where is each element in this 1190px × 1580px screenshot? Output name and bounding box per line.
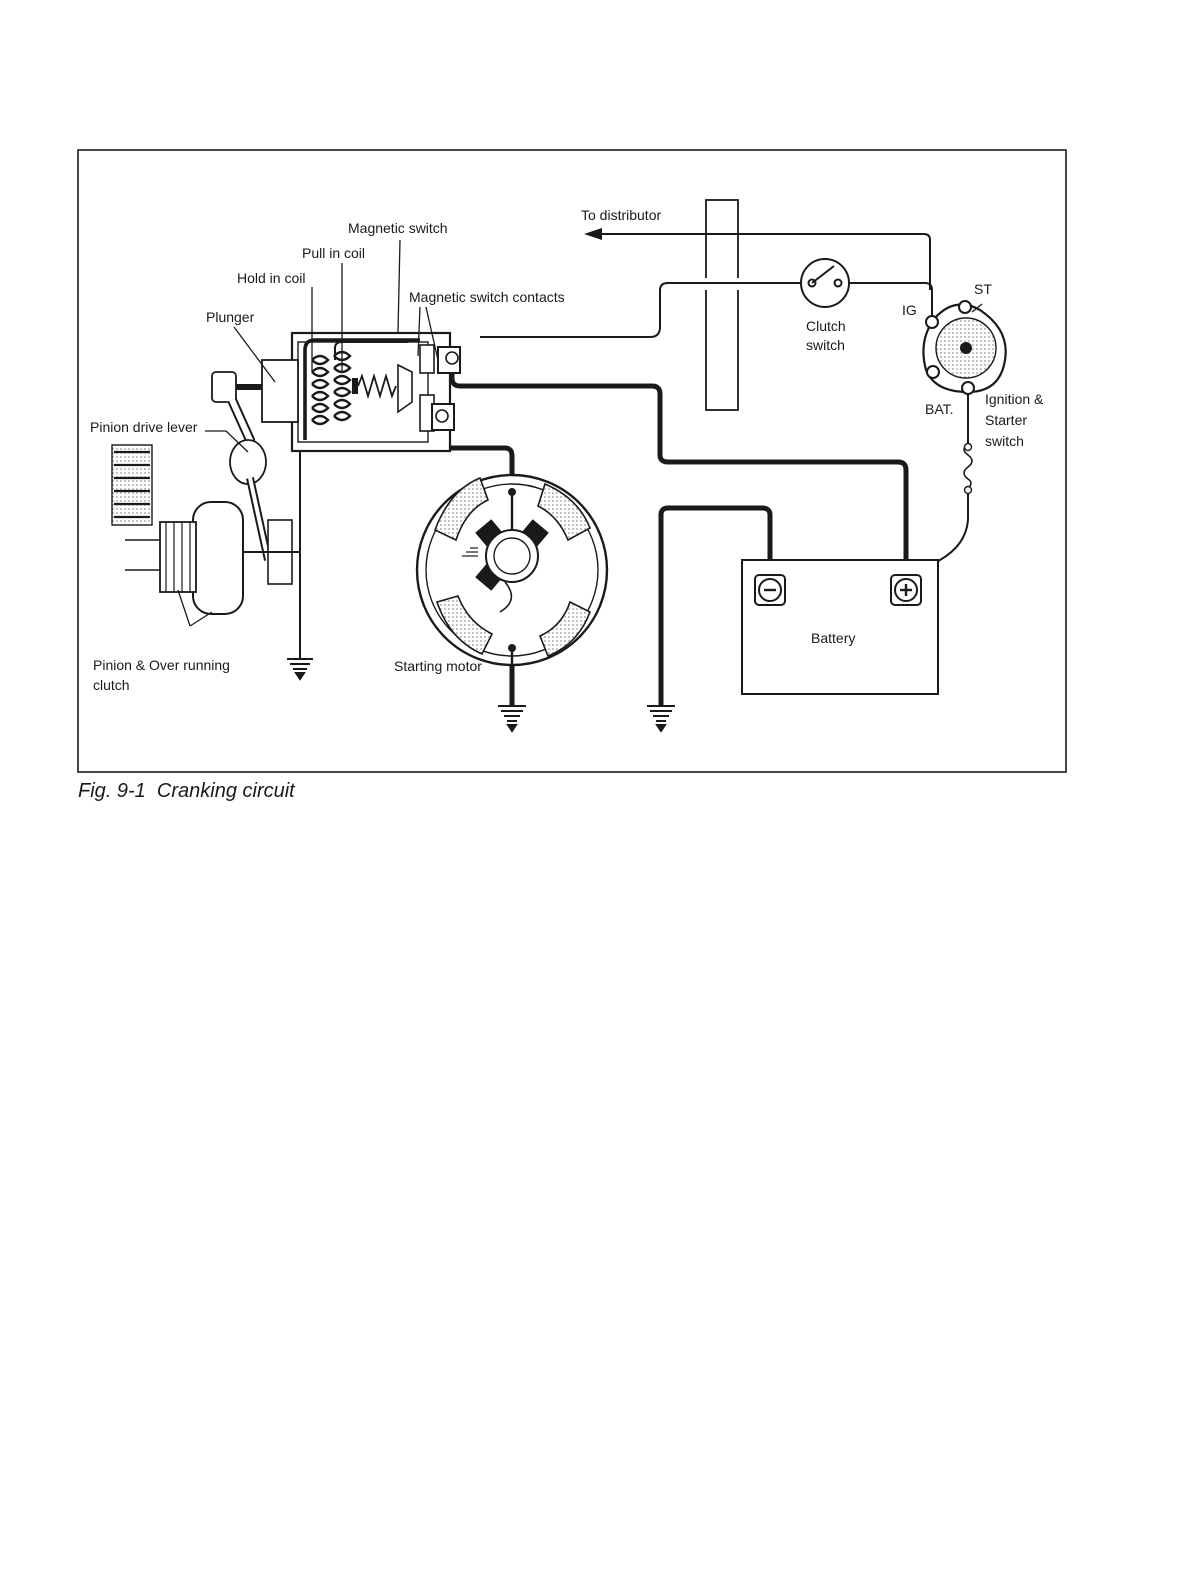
ignition-starter-switch-symbol — [923, 301, 1005, 394]
starting-motor-symbol — [417, 475, 607, 665]
figure-caption: Fig. 9-1 Cranking circuit — [78, 780, 295, 803]
label-pinion-1: Pinion & Over running — [93, 657, 230, 673]
ground-symbol-motor — [498, 706, 526, 731]
to-distributor-arrow — [584, 228, 602, 240]
label-clutch-switch-2: switch — [806, 337, 845, 353]
ground-symbol-battery — [647, 706, 675, 731]
label-st: ST — [974, 281, 992, 297]
label-pinion-2: clutch — [93, 677, 130, 693]
label-hold-in-coil: Hold in coil — [237, 270, 305, 286]
distributor-post — [704, 200, 740, 410]
label-pull-in-coil: Pull in coil — [302, 245, 365, 261]
label-clutch-switch-1: Clutch — [806, 318, 846, 334]
label-ignition-2: Starter — [985, 412, 1027, 428]
label-magnetic-switch-contacts: Magnetic switch contacts — [409, 289, 565, 305]
label-ignition-3: switch — [985, 433, 1024, 449]
label-plunger: Plunger — [206, 309, 255, 325]
label-starting-motor: Starting motor — [394, 658, 482, 674]
magnetic-switch-assembly — [262, 333, 460, 451]
label-pinion-drive-lever: Pinion drive lever — [90, 419, 198, 435]
cranking-circuit-figure: Magnetic switch Pull in coil Hold in coi… — [0, 0, 1190, 820]
label-bat: BAT. — [925, 401, 954, 417]
label-ig: IG — [902, 302, 917, 318]
label-battery: Battery — [811, 630, 855, 646]
fuse-symbol — [964, 445, 972, 488]
label-to-distributor: To distributor — [581, 207, 661, 223]
cranking-circuit-diagram: Magnetic switch Pull in coil Hold in coi… — [0, 0, 1190, 820]
label-ignition-1: Ignition & — [985, 391, 1044, 407]
battery-symbol — [742, 560, 938, 694]
label-magnetic-switch: Magnetic switch — [348, 220, 448, 236]
clutch-switch-symbol — [801, 259, 849, 307]
